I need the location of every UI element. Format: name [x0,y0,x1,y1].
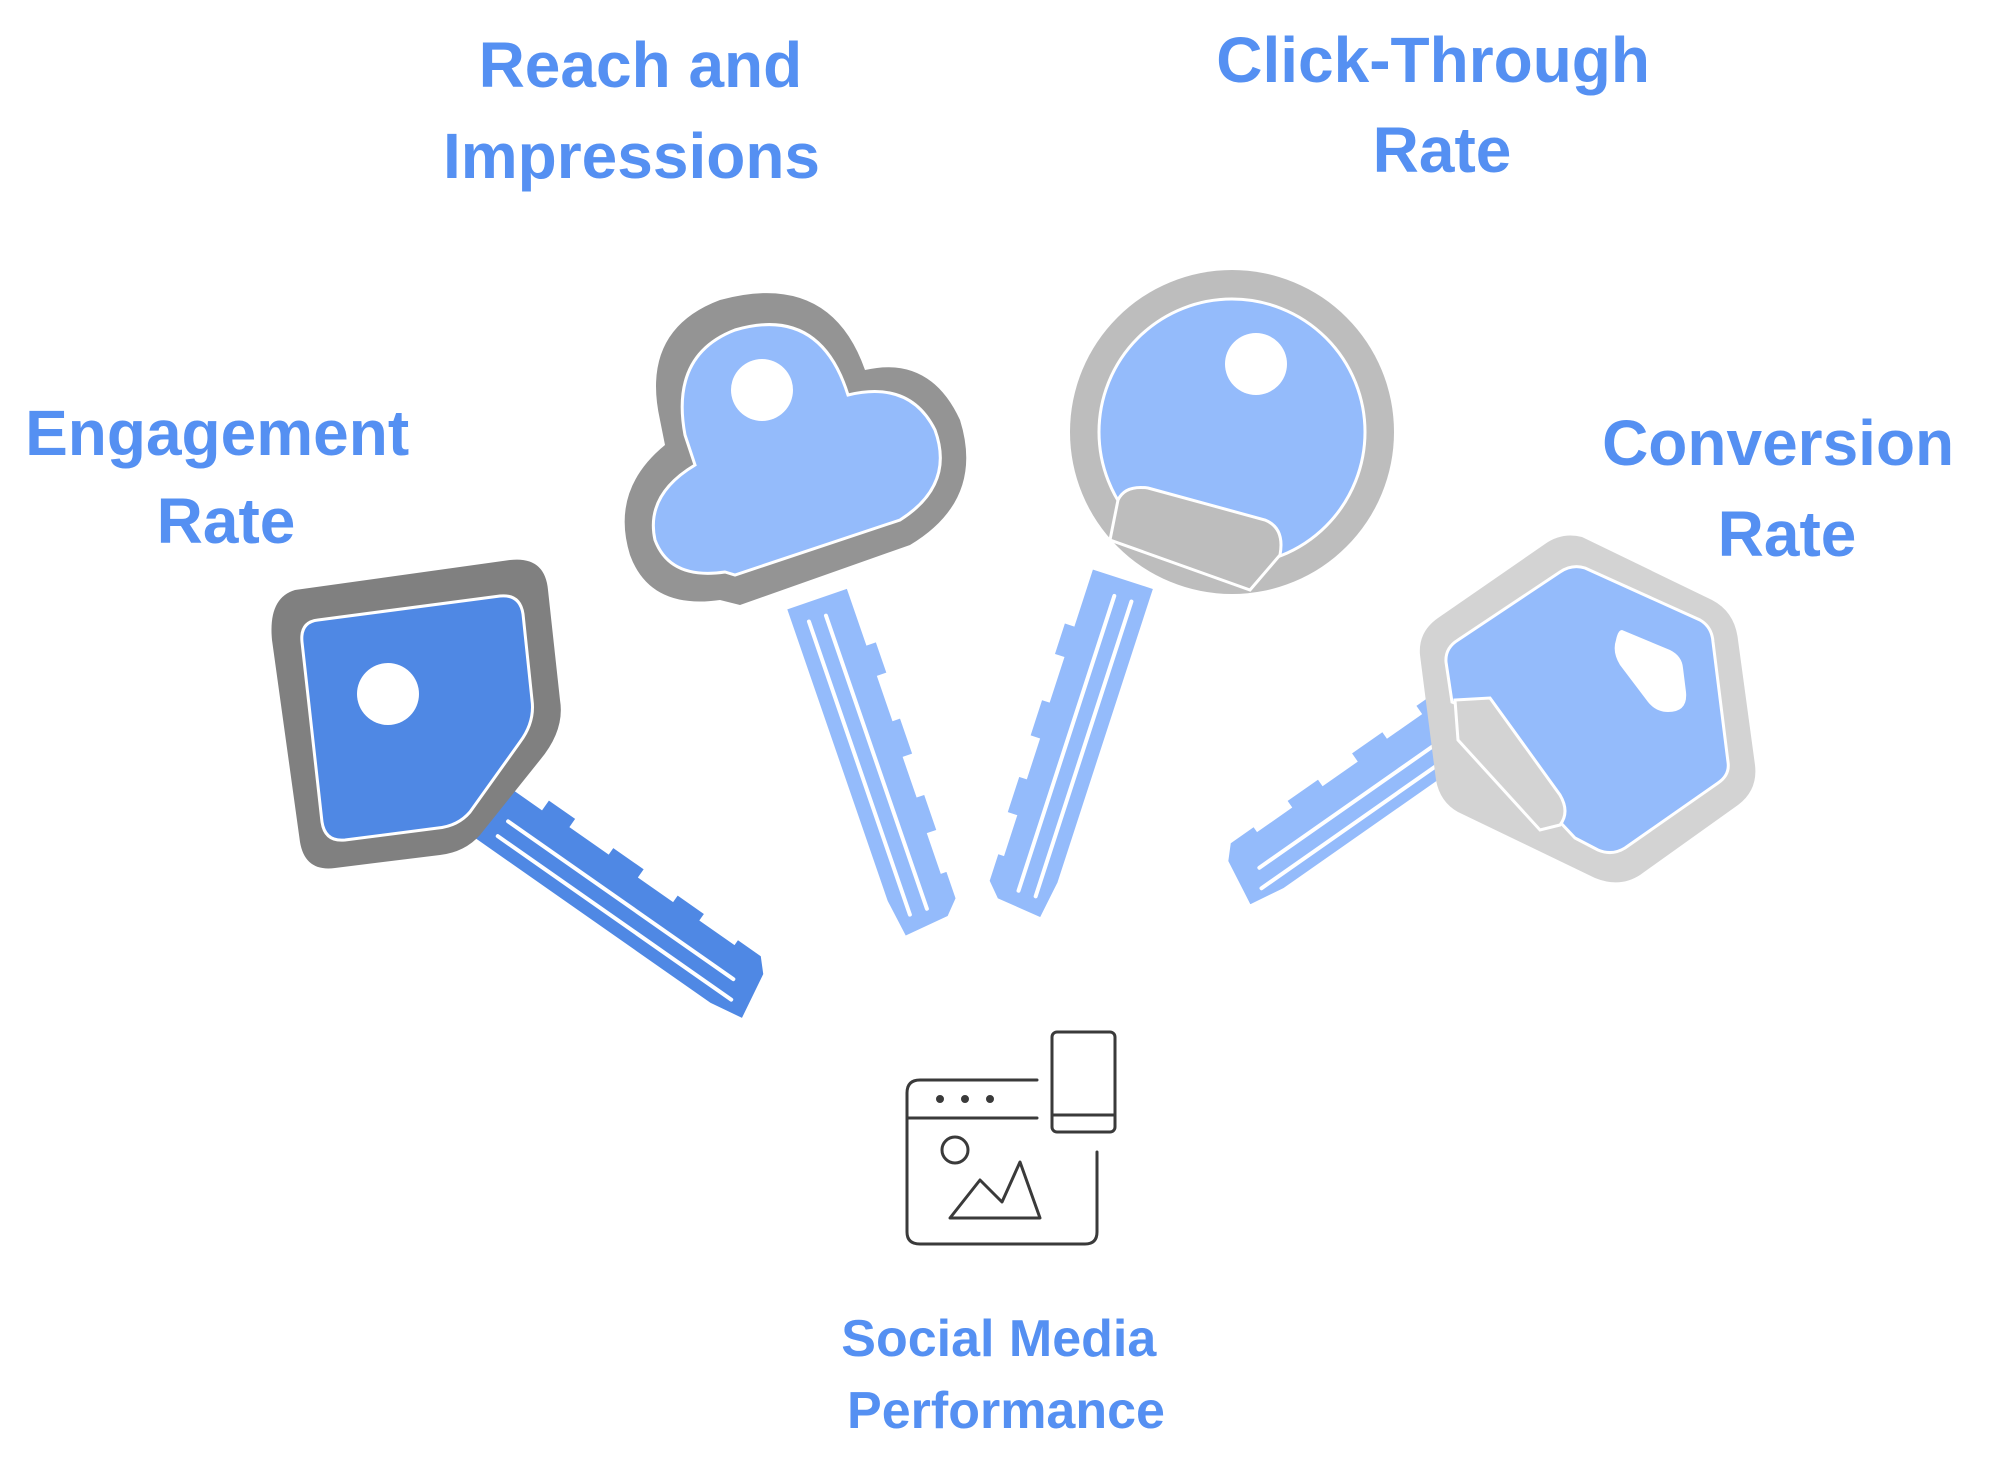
key-reach-groove [806,613,929,917]
key-conversion-head [1444,565,1730,855]
key-engagement-groove [495,819,736,1002]
label-conversion-rate: Conversion Rate [1602,407,1972,570]
label-click-through-rate: Click-Through Rate [1216,24,1668,186]
key-reach-head [651,323,942,577]
browser-window-image-icon [905,1030,1117,1246]
key-ctr-hole [1225,333,1287,395]
key-reach-impressions [624,293,967,940]
key-engagement-hole [357,663,419,725]
key-engagement-rate [271,559,767,1022]
key-ctr-head-notch [1108,486,1283,592]
key-engagement-blade [466,780,767,1022]
label-social-media-performance: Social Media Performance [841,1310,1170,1440]
key-ctr-groove [1016,593,1134,899]
key-engagement-head [300,594,534,842]
label-engagement-rate: Engagement Rate [25,397,427,557]
key-conversion-rate [1225,535,1756,909]
key-reach-hole [731,359,793,421]
key-click-through-rate [986,270,1394,922]
key-conversion-head-notch [1453,696,1567,832]
label-reach-impressions: Reach and Impressions [443,29,820,192]
key-conversion-hole [1614,630,1687,712]
